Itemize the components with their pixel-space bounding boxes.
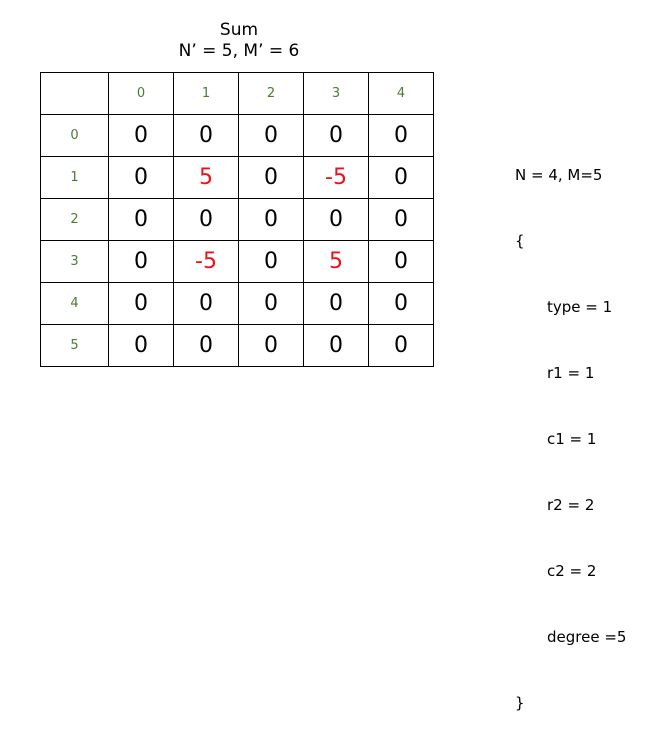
grid-cell: 0 bbox=[303, 114, 369, 157]
grid-cell: 0 bbox=[108, 240, 174, 283]
grid-cell: 0 bbox=[173, 324, 239, 367]
table-row: 1 0 5 0 -5 0 bbox=[40, 156, 434, 199]
grid-cell: 0 bbox=[108, 282, 174, 325]
param-r2: r2 = 2 bbox=[547, 496, 595, 514]
row-header: 4 bbox=[40, 282, 109, 325]
col-header: 4 bbox=[368, 72, 434, 115]
table-row: 2 0 0 0 0 0 bbox=[40, 198, 434, 241]
header-row: 0 1 2 3 4 bbox=[40, 72, 434, 115]
grid-cell: 0 bbox=[238, 282, 304, 325]
table-row: 0 0 0 0 0 0 bbox=[40, 114, 434, 157]
params-header: N = 4, M=5 bbox=[515, 166, 603, 184]
grid-cell: 5 bbox=[173, 156, 239, 199]
grid-cell: 0 bbox=[303, 324, 369, 367]
grid-cell: 0 bbox=[108, 114, 174, 157]
col-header: 1 bbox=[173, 72, 239, 115]
grid-cell: 0 bbox=[238, 156, 304, 199]
table-row: 5 0 0 0 0 0 bbox=[40, 324, 434, 367]
table-row: 4 0 0 0 0 0 bbox=[40, 282, 434, 325]
grid-cell: 0 bbox=[368, 198, 434, 241]
param-c2: c2 = 2 bbox=[547, 562, 597, 580]
param-r1: r1 = 1 bbox=[547, 364, 595, 382]
grid-cell: 0 bbox=[173, 282, 239, 325]
grid-cell: 0 bbox=[108, 198, 174, 241]
grid-cell: 0 bbox=[368, 156, 434, 199]
grid-cell: 0 bbox=[368, 114, 434, 157]
diagram-subtitle: N’ = 5, M’ = 6 bbox=[178, 41, 300, 61]
col-header: 3 bbox=[303, 72, 369, 115]
grid-cell: 0 bbox=[108, 324, 174, 367]
grid-cell: 5 bbox=[303, 240, 369, 283]
open-brace: { bbox=[515, 232, 525, 250]
grid-cell: 0 bbox=[368, 282, 434, 325]
grid-cell: 0 bbox=[238, 114, 304, 157]
diagram-title: Sum bbox=[219, 20, 259, 40]
grid-cell: 0 bbox=[108, 156, 174, 199]
row-header: 3 bbox=[40, 240, 109, 283]
corner-cell bbox=[40, 72, 109, 115]
grid-cell: 0 bbox=[303, 282, 369, 325]
grid-cell: 0 bbox=[238, 240, 304, 283]
param-type: type = 1 bbox=[547, 298, 613, 316]
grid-cell: -5 bbox=[173, 240, 239, 283]
sum-grid: 0 1 2 3 4 0 0 0 0 0 0 1 0 5 0 -5 0 2 0 0… bbox=[40, 72, 434, 367]
row-header: 0 bbox=[40, 114, 109, 157]
row-header: 5 bbox=[40, 324, 109, 367]
grid-cell: -5 bbox=[303, 156, 369, 199]
param-c1: c1 = 1 bbox=[547, 430, 597, 448]
row-header: 2 bbox=[40, 198, 109, 241]
grid-cell: 0 bbox=[238, 198, 304, 241]
col-header: 0 bbox=[108, 72, 174, 115]
grid-cell: 0 bbox=[368, 324, 434, 367]
col-header: 2 bbox=[238, 72, 304, 115]
params-block: N = 4, M=5 { type = 1 r1 = 1 c1 = 1 r2 =… bbox=[515, 120, 626, 736]
table-row: 3 0 -5 0 5 0 bbox=[40, 240, 434, 283]
grid-cell: 0 bbox=[173, 114, 239, 157]
param-degree: degree =5 bbox=[547, 628, 627, 646]
row-header: 1 bbox=[40, 156, 109, 199]
grid-cell: 0 bbox=[173, 198, 239, 241]
close-brace: } bbox=[515, 694, 525, 712]
grid-cell: 0 bbox=[303, 198, 369, 241]
grid-cell: 0 bbox=[368, 240, 434, 283]
grid-cell: 0 bbox=[238, 324, 304, 367]
